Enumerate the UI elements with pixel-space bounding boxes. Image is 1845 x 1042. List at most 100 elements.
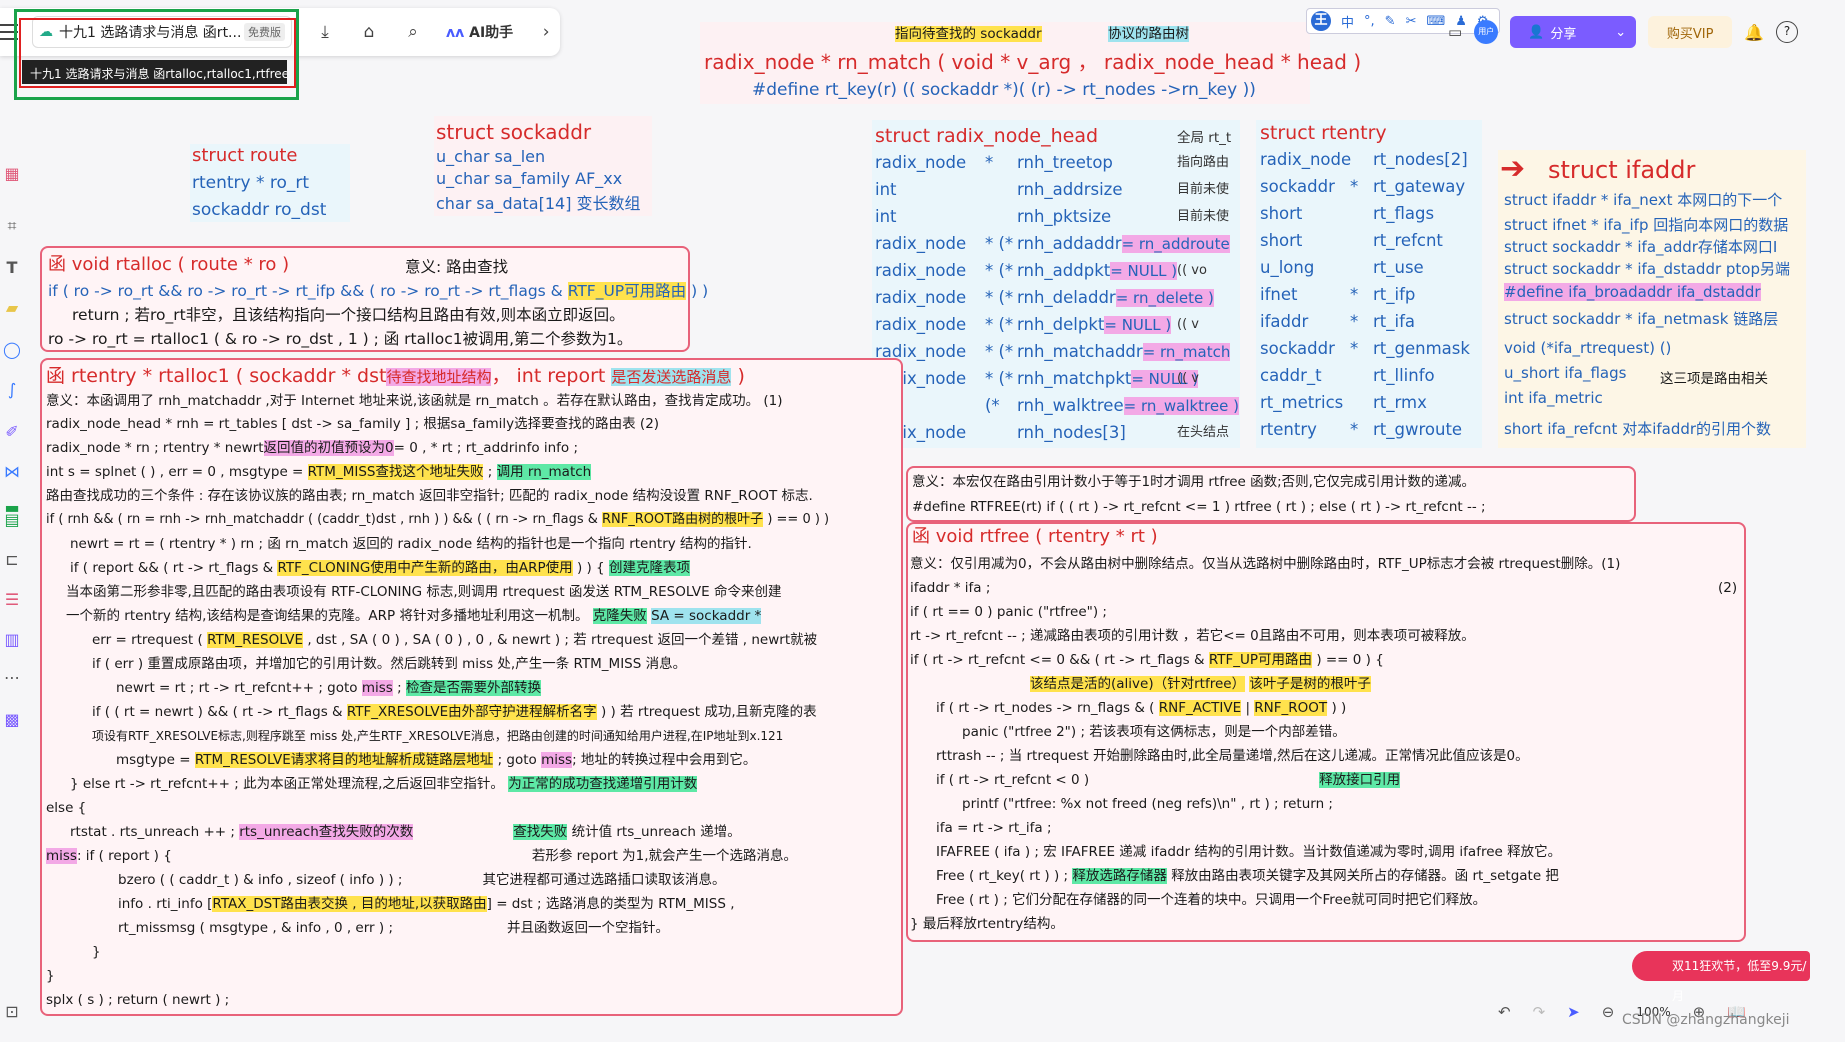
user-avatar[interactable]: 用户 (1474, 20, 1499, 44)
rtfree-l10: if ( rt -> rt_refcnt < 0 )释放接口引用 (936, 772, 1401, 788)
pen-icon[interactable]: ✎ (1384, 13, 1396, 29)
rtalloc1-l6: if ( rnh && ( rn = rnh -> rnh_matchaddr … (46, 512, 830, 527)
ifaddr-arrow-icon: ➔ (1500, 151, 1526, 186)
rtfree-l11: printf ("rtfree: %x not freed (neg refs)… (962, 796, 1333, 812)
rtfree-macro-card[interactable] (906, 466, 1636, 522)
table-icon[interactable]: ▤ (4, 510, 20, 529)
zoom-level[interactable]: 100% (1636, 1005, 1671, 1019)
list-icon[interactable]: ☰ (4, 590, 20, 609)
rtfree-macro-define: #define RTFREE(rt) if ( ( rt ) -> rt_ref… (912, 499, 1486, 515)
text-icon[interactable]: T (6, 258, 18, 277)
rnh-row-6-default: = NULL ) (1104, 316, 1172, 334)
book-icon[interactable]: 📖 (1727, 1003, 1746, 1021)
rnh-row-6-blue: radix_node (875, 315, 967, 334)
monitor-icon[interactable]: ▭ (1448, 23, 1463, 41)
rtalloc1-l4: int s = splnet ( ) , err = 0 , msgtype =… (46, 464, 592, 480)
rtfree-l15: Free ( rt ) ; 它们分配在存储器的同一个连着的块中。只调用一个Fre… (936, 892, 1487, 908)
apps-icon[interactable]: ▩ (4, 710, 20, 729)
chevron-down-icon[interactable]: ⌄ (1615, 24, 1627, 40)
sockaddr-sa-family: u_char sa_family AF_xx (436, 169, 623, 188)
rtentry-row-10-n: rt_gwroute (1373, 420, 1463, 439)
shirt-icon[interactable]: ♟ (1455, 13, 1467, 29)
minimap-icon[interactable]: ⊡ (5, 1002, 19, 1021)
frame-icon[interactable]: ⌗ (7, 216, 17, 235)
download-icon[interactable]: ⤓ (321, 22, 329, 42)
template-icon[interactable]: ▦ (4, 164, 20, 183)
ifaddr-dstaddr: struct sockaddr * ifa_dstaddr ptop另端 (1504, 260, 1790, 278)
rtfree-header: 函 void rtfree ( rtentry * rt ) (912, 526, 1158, 547)
mindmap-icon[interactable]: ⋈ (4, 462, 20, 481)
chevron-right-icon[interactable]: › (542, 22, 550, 42)
rtfree-l14: Free ( rt_key( rt ) ) ; 释放选路存储器 释放由路由表项关… (936, 868, 1559, 884)
rnh-row-10-blue: rnh_nodes[3] (1017, 423, 1126, 442)
rtalloc1-l23: rt_missmsg ( msgtype , & info , 0 , err … (118, 920, 669, 936)
document-tab[interactable]: ☁ 十九1 选路请求与消息 函rt... 免费版 (32, 16, 292, 48)
rtentry-row-9-n: rt_rmx (1373, 393, 1427, 412)
document-tab-title: 十九1 选路请求与消息 函rt... (59, 25, 242, 41)
rtalloc1-l8: if ( report && ( rt -> rt_flags & RTF_CL… (70, 560, 690, 576)
rnh-row-1-comment: 目前未使 (1177, 182, 1230, 197)
bell-icon[interactable]: 🔔 (1744, 22, 1765, 42)
rtalloc1-l16: msgtype = RTM_RESOLVE请求将目的地址解析成链路层地址 ; g… (116, 752, 757, 768)
rtentry-row-1-s: * (1350, 177, 1359, 196)
ifaddr-addr: struct sockaddr * ifa_addr存储本网口I (1504, 238, 1778, 256)
rnh-row-9-default: = rn_walktree ) (1123, 397, 1239, 415)
zoom-in-icon[interactable]: ⊕ (1692, 1003, 1706, 1021)
promotion-banner[interactable]: 双11狂欢节，低至9.9元/月 (1632, 951, 1810, 1003)
rtentry-row-4-n: rt_use (1373, 258, 1424, 277)
rtalloc-line-return: return ; 若ro_rt非空，且该结构指向一个接口结构且路由有效,则本函立… (72, 306, 625, 324)
ai-assistant-button[interactable]: ʌʌ AI助手 (446, 22, 513, 42)
ime-chinese-mode[interactable]: 中 (1341, 15, 1355, 31)
ifaddr-flags: u_short ifa_flags (1504, 364, 1627, 382)
share-button[interactable]: 👤分享⌄ (1510, 16, 1637, 48)
redo-icon[interactable]: ↷ (1532, 1003, 1546, 1021)
keyboard-icon[interactable]: ⌨ (1426, 13, 1446, 29)
connector-icon[interactable]: ∫ (7, 380, 17, 399)
input-method-bar[interactable]: 王 中 °, ✎ ✂ ⌨ ♟ ⚙ (1306, 8, 1500, 34)
chart-icon[interactable]: ▥ (4, 630, 20, 649)
scissors-icon[interactable]: ✂ (1405, 13, 1417, 29)
rnh-row-5-blue: * (* (985, 288, 1014, 307)
rnh-row-3-field: rnh_addaddr (1017, 234, 1122, 253)
rn-match-signature: radix_node * rn_match ( void * v_arg ， r… (704, 50, 1362, 74)
rtentry-row-7-n: rt_genmask (1373, 339, 1470, 358)
rtalloc1-l24: } (92, 944, 101, 960)
rtentry-card (1256, 120, 1482, 448)
hamburger-menu-icon[interactable] (0, 22, 18, 42)
buy-vip-button[interactable]: 购买VIP (1648, 16, 1733, 48)
rtalloc1-l20: miss: if ( report ) {若形参 report 为1,就会产生一… (46, 848, 798, 864)
rnh-row-7-blue: * (* (985, 342, 1014, 361)
search-icon[interactable]: ⌕ (408, 22, 418, 42)
rnh-row-4-field: rnh_addpkt (1017, 261, 1111, 280)
shape-icon[interactable]: ◯ (3, 340, 21, 359)
rtentry-row-7-s: * (1350, 339, 1359, 358)
rtentry-row-6-n: rt_ifa (1373, 312, 1416, 331)
rtfree-card[interactable] (906, 522, 1746, 942)
zoom-out-icon[interactable]: ⊖ (1601, 1003, 1615, 1021)
rnh-row-0-blue: * (985, 153, 994, 172)
help-icon[interactable]: ? (1776, 21, 1799, 43)
undo-icon[interactable]: ↶ (1498, 1003, 1511, 1021)
tag-icon[interactable]: ⌂ (363, 22, 375, 42)
card-icon[interactable]: ⊏ (5, 550, 19, 569)
rnh-row-6-comment: (( v (1177, 317, 1199, 332)
ime-punctuation-mode[interactable]: °, (1364, 13, 1375, 29)
rnh-title: struct radix_node_head (875, 125, 1099, 147)
rtentry-row-6-s: * (1350, 312, 1359, 331)
rtentry-row-10-t: rtentry (1260, 420, 1317, 439)
sticky-note-icon[interactable]: ▰ (5, 298, 19, 317)
rnh-row-7-blue: rnh_matchaddr= rn_match (1017, 342, 1231, 362)
rtalloc1-l13: newrt = rt ; rt -> rt_refcnt++ ; goto mi… (116, 680, 541, 696)
ai-logo-icon: ʌʌ (446, 25, 465, 41)
cursor-icon[interactable]: ➤ (1567, 1003, 1580, 1021)
more-icon[interactable]: ⋯ (4, 668, 20, 687)
rnh-row-1-blue: int (875, 180, 897, 199)
rtfree-l7: if ( rt -> rt_nodes -> rn_flags & ( RNF_… (936, 700, 1347, 716)
rtentry-row-7-t: sockaddr (1260, 339, 1335, 358)
pen-tool-icon[interactable]: ✐ (5, 422, 19, 441)
rnh-row-4-blue: rnh_addpkt= NULL ) (1017, 261, 1178, 281)
rnh-row-9-blue: rnh_walktree= rn_walktree ) (1017, 396, 1239, 416)
rtentry-row-10-s: * (1350, 420, 1359, 439)
rnh-row-4-default: = NULL ) (1110, 262, 1178, 280)
